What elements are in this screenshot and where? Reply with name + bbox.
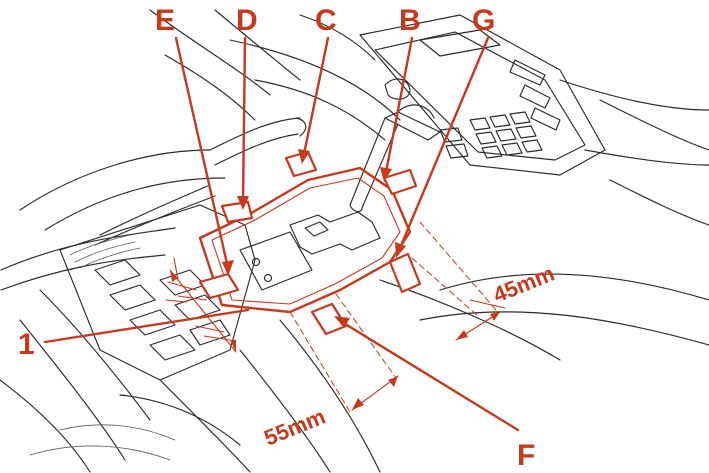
dimension-left-offsets	[165, 257, 237, 353]
clip-tab-e	[198, 272, 240, 300]
callout-e: E	[155, 4, 175, 37]
dimension-label-45mm: 45mm	[490, 261, 558, 308]
clip-tab-d	[220, 200, 254, 224]
callouts: E D C B G F 1	[18, 4, 535, 472]
callout-part-1: 1	[18, 328, 35, 361]
callout-g: G	[472, 4, 495, 37]
callout-d: D	[236, 4, 258, 37]
leader-lines	[43, 36, 520, 432]
console-line-art	[0, 9, 709, 473]
clip-tab-b	[382, 168, 418, 196]
dimension-label-55mm: 55mm	[261, 404, 329, 451]
callout-f: F	[517, 439, 535, 472]
clip-tab-g	[388, 252, 422, 294]
callout-c: C	[315, 4, 337, 37]
callout-b: B	[399, 4, 421, 37]
clip-tab-f	[310, 302, 348, 336]
dimension-45mm: 45mm	[411, 221, 558, 341]
